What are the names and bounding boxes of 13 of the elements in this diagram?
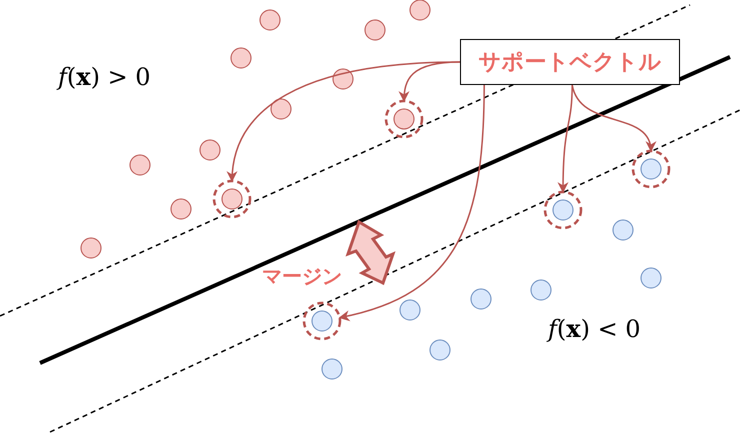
support-vector-marker [212, 180, 252, 218]
support-vector-marker [544, 190, 582, 230]
leader-line [338, 84, 485, 321]
support-vector-marker [302, 302, 342, 340]
leader-line [398, 61, 460, 102]
leader-line [571, 84, 655, 152]
leader-line [558, 84, 573, 194]
inequality-label: f(x) > 0 [58, 62, 151, 91]
callout-box: サポートベクトル [460, 39, 680, 85]
margin-label: マージン [262, 263, 342, 290]
support-vector-marker [632, 150, 670, 188]
support-vector-marker [384, 100, 424, 138]
inequality-label: f(x) < 0 [548, 314, 641, 343]
